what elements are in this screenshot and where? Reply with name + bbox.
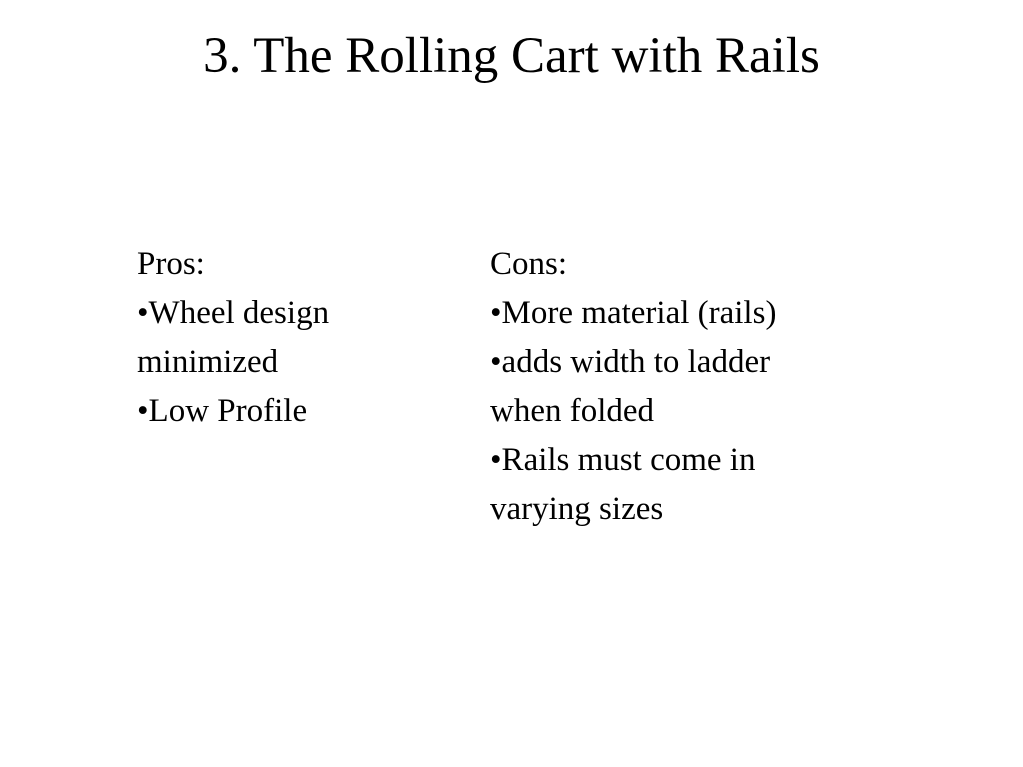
pros-item-line: •Low Profile bbox=[137, 393, 308, 429]
cons-item-line: when folded bbox=[490, 393, 655, 429]
cons-item: •adds width to ladder when folded bbox=[490, 338, 860, 436]
pros-item-line: minimized bbox=[137, 344, 279, 380]
cons-item-line: •More material (rails) bbox=[490, 295, 777, 331]
cons-item: •More material (rails) bbox=[490, 289, 860, 338]
cons-item-line: •adds width to ladder bbox=[490, 344, 771, 380]
pros-column: Pros: •Wheel design minimized •Low Profi… bbox=[137, 240, 437, 436]
slide-title: 3. The Rolling Cart with Rails bbox=[203, 28, 820, 84]
pros-heading: Pros: bbox=[137, 246, 205, 282]
cons-list: •More material (rails) •adds width to la… bbox=[490, 289, 860, 534]
pros-item: •Wheel design minimized bbox=[137, 289, 437, 387]
pros-item-line: •Wheel design bbox=[137, 295, 330, 331]
cons-column: Cons: •More material (rails) •adds width… bbox=[490, 240, 860, 534]
cons-heading: Cons: bbox=[490, 246, 568, 282]
pros-item: •Low Profile bbox=[137, 387, 437, 436]
cons-item-line: •Rails must come in bbox=[490, 442, 756, 478]
pros-list: •Wheel design minimized •Low Profile bbox=[137, 289, 437, 436]
cons-item: •Rails must come in varying sizes bbox=[490, 436, 860, 534]
cons-item-line: varying sizes bbox=[490, 491, 664, 527]
